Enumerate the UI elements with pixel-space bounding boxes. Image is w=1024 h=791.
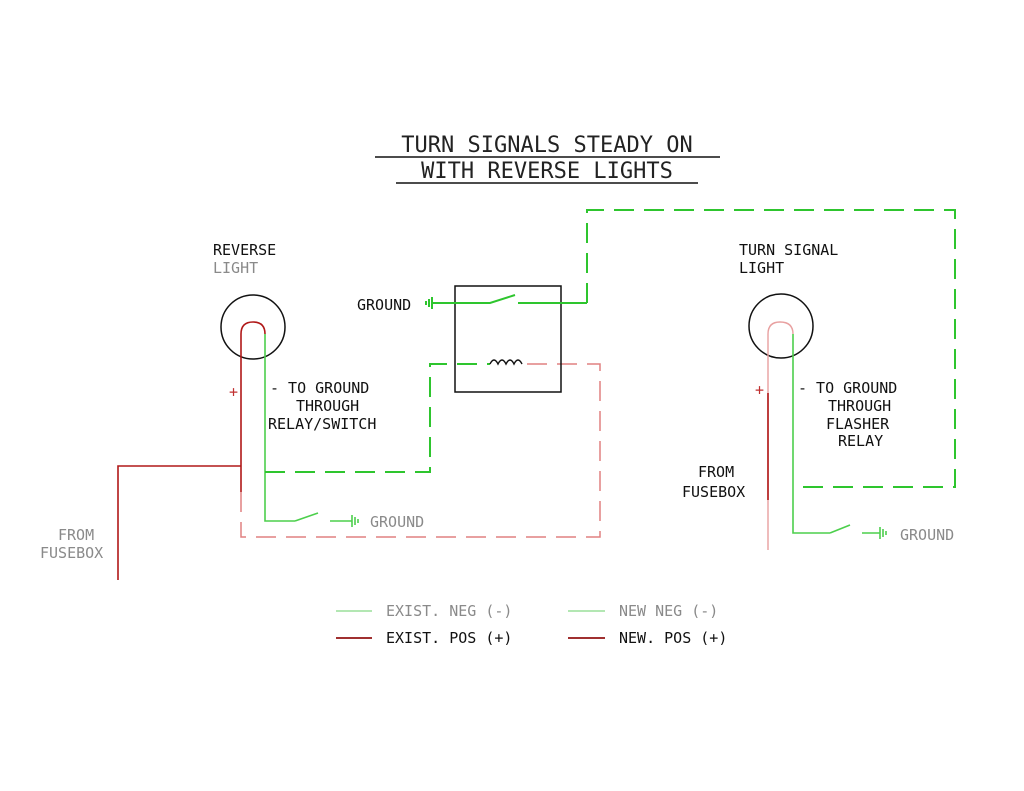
ground-label: GROUND — [900, 526, 954, 544]
turn-signal-label: TURN SIGNAL — [739, 241, 838, 259]
legend-label: NEW. POS (+) — [619, 629, 727, 647]
negative-note: - TO GROUND — [270, 379, 369, 397]
negative-note: THROUGH — [296, 397, 359, 415]
legend-label: EXIST. POS (+) — [386, 629, 512, 647]
diagram-title: TURN SIGNALS STEADY ON WITH REVERSE LIGH… — [375, 133, 720, 184]
legend-label: EXIST. NEG (-) — [386, 602, 512, 620]
turn-positive-wire — [767, 321, 794, 550]
from-fusebox-label: FROM — [58, 526, 94, 544]
turn-existing-ground-wire — [792, 334, 880, 534]
reverse-light-label: LIGHT — [213, 259, 258, 277]
reverse-positive-wire — [240, 321, 266, 492]
turn-signal-label: LIGHT — [739, 259, 784, 277]
turn-signal-bulb-icon — [748, 293, 814, 359]
from-fusebox-label: FUSEBOX — [40, 544, 103, 562]
positive-marker: + — [755, 381, 764, 399]
title-line-1: TURN SIGNALS STEADY ON — [401, 133, 692, 158]
ground-label: GROUND — [370, 513, 424, 531]
ground-symbol-icon — [351, 515, 359, 527]
negative-note: - TO GROUND — [798, 379, 897, 397]
reverse-light: REVERSE LIGHT + - TO GROUND THROUGH RELA… — [40, 241, 601, 580]
relay-box — [454, 285, 562, 393]
reverse-light-label: REVERSE — [213, 241, 276, 259]
relay: GROUND — [357, 209, 956, 488]
ground-symbol-icon — [879, 527, 887, 539]
reverse-existing-ground-wire — [264, 334, 352, 522]
reverse-fusebox-wire — [117, 465, 241, 580]
relay-switch-wire — [433, 294, 587, 304]
from-fusebox-label: FROM — [698, 463, 734, 481]
relay-ground-label: GROUND — [357, 296, 411, 314]
new-positive-wire — [240, 363, 601, 538]
negative-note: THROUGH — [828, 397, 891, 415]
negative-note: RELAY/SWITCH — [268, 415, 376, 433]
negative-note: RELAY — [838, 432, 883, 450]
reverse-bulb-icon — [220, 294, 286, 360]
title-line-2: WITH REVERSE LIGHTS — [421, 159, 673, 184]
ground-symbol-icon — [425, 297, 433, 309]
negative-note: FLASHER — [826, 415, 890, 433]
legend-label: NEW NEG (-) — [619, 602, 718, 620]
legend: EXIST. NEG (-) NEW NEG (-) EXIST. POS (+… — [336, 602, 727, 647]
turn-signal-light: TURN SIGNAL LIGHT + - TO GROUND THROUGH … — [682, 241, 954, 550]
from-fusebox-label: FUSEBOX — [682, 483, 745, 501]
new-negative-wire-to-flasher — [586, 209, 956, 488]
relay-coil-icon — [489, 359, 523, 366]
new-negative-wire-to-coil — [265, 363, 490, 473]
positive-marker: + — [229, 383, 238, 401]
